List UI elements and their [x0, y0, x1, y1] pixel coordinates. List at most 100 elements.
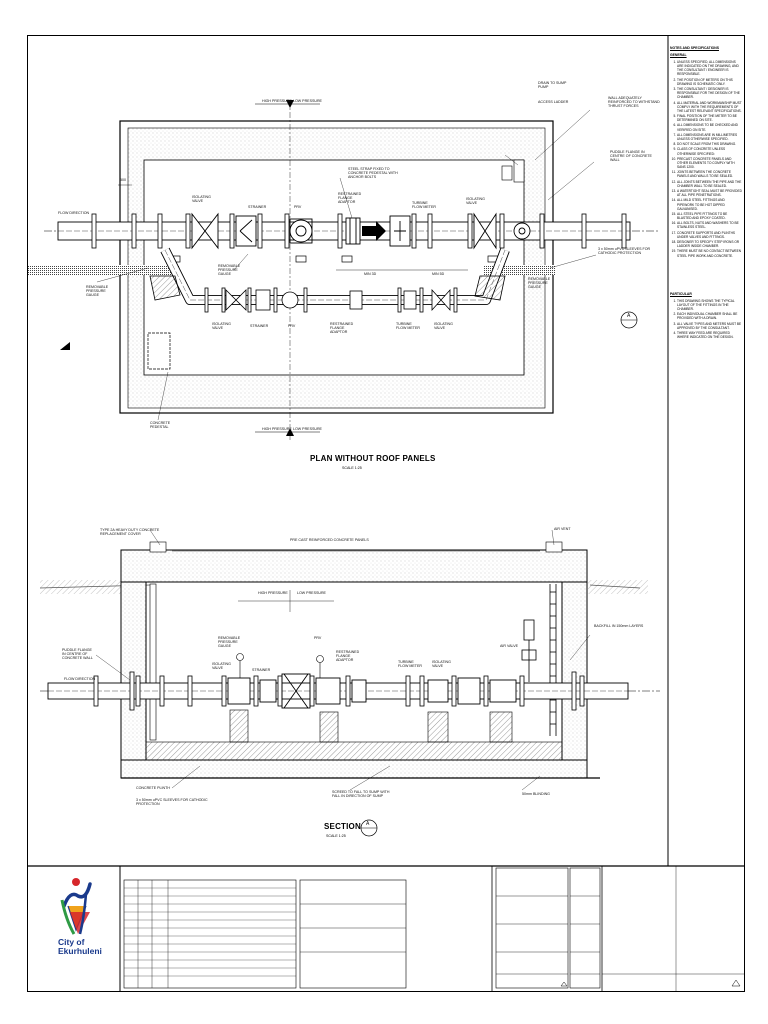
plan-flange-adaptor: [345, 217, 361, 245]
section-isolating-valve-label: ISOLATING VALVE: [212, 662, 231, 671]
section-isolating-valve-2-label: ISOLATING VALVE: [432, 660, 451, 669]
section-scale: SCALE 1:25: [326, 834, 346, 838]
note-item: ALL BOLTS, NUTS AND WASHERS TO BE STAINL…: [677, 221, 742, 229]
section-strainer: [283, 673, 309, 709]
section-plinth-label: CONCRETE PLINTH: [136, 786, 170, 790]
note-item: THE CONSULTANT / DESIGNER IS RESPONSIBLE…: [677, 87, 742, 99]
section-lp-label: LOW PRESSURE: [297, 591, 326, 595]
plan-strainer-label: STRAINER: [248, 205, 267, 209]
section-pressure-gauge-label: REMOVABLE PRESSURE GAUGE: [218, 636, 241, 649]
section-right-wall: [561, 581, 588, 761]
note-item: EACH INDIVIDUAL CHAMBER SHALL BE PROVIDE…: [677, 312, 742, 320]
section-isolating-valve-1: [227, 677, 251, 705]
section-roof-panels-label: PRE CAST REINFORCED CONCRETE PANELS: [290, 538, 369, 542]
section-access-ladder: [549, 584, 557, 736]
section-title: SECTION: [324, 822, 361, 831]
plan-turbine-meter-label: TURBINE FLOW METER: [412, 201, 436, 210]
notes-heading: NOTES AND SPECIFICATIONS: [670, 46, 719, 50]
section-manhole-cover-label: TYPE 2A HEAVY DUTY CONCRETE REPLACEMENT …: [100, 528, 160, 537]
section-left-wall: [120, 581, 147, 761]
section-turbine-meter: [427, 679, 449, 703]
city-logo-text: City of Ekurhuleni: [58, 938, 102, 956]
section-flange-adaptor: [351, 679, 367, 703]
section-strainer-label: STRAINER: [252, 668, 271, 672]
plan-flow-direction-label: FLOW DIRECTION: [58, 211, 90, 215]
plan-access-ladder-label: ACCESS LADDER: [538, 100, 569, 104]
note-item: DESIGNER TO SPECIFY STEP IRONS OR LADDER…: [677, 240, 742, 248]
section-ref: A: [366, 821, 370, 827]
plan-flow-arrow: [362, 221, 386, 241]
note-item: ALL DIMENSIONS TO BE CHECKED AND VERIFIE…: [677, 123, 742, 131]
plan-bypass-prv-label: PRV: [288, 324, 296, 328]
plan-bypass-meter-label: TURBINE FLOW METER: [396, 322, 420, 331]
plan-scale: SCALE 1:25: [342, 466, 362, 470]
city-logo: [60, 878, 92, 935]
note-item: CONCRETE SUPPORTS AND PLINTHS UNDER VALV…: [677, 231, 742, 239]
section-fall-label: SCREED TO FALL TO SUMP WITH FALL IN DIRE…: [332, 790, 390, 799]
notes-general-list: UNLESS SPECIFIED, ALL DIMENSIONS ARE IND…: [670, 60, 742, 257]
plan-bypass-strainer-label: STRAINER: [250, 324, 269, 328]
note-item: UNLESS SPECIFIED, ALL DIMENSIONS ARE IND…: [677, 60, 742, 76]
plan-sleeve-label: 3 x 50mm uPVC SLEEVES FOR CATHODIC PROTE…: [598, 247, 651, 256]
section-turbine-meter-label: TURBINE FLOW METER: [398, 660, 422, 669]
notes-panel: NOTES AND SPECIFICATIONS GENERAL UNLESS …: [670, 44, 742, 340]
plan-bypass-isolating-label: ISOLATING VALVE: [212, 322, 231, 331]
plan-section-ref: A: [627, 313, 631, 319]
note-item: ALL MILD STEEL FITTINGS AND PIPEWORK TO …: [677, 198, 742, 210]
plan-puddle-flange-label: PUDDLE FLANGE IN CENTRE OF CONCRETE WALL: [610, 150, 652, 163]
section-backfill-label: BACKFILL IN 150mm LAYERS: [594, 624, 644, 628]
section-view: [39, 529, 660, 837]
section-puddle-flange-label: PUDDLE FLANGE IN CENTRE OF CONCRETE WALL: [62, 648, 93, 661]
section-prv: [315, 677, 341, 705]
note-item: PRECAST CONCRETE PANELS AND OTHER ELEMEN…: [677, 157, 742, 169]
plan-view: [28, 100, 660, 440]
plan-isolating-valve-1: [191, 212, 219, 250]
section-sleeve-label: 3 x 50mm uPVC SLEEVES FOR CATHODIC PROTE…: [136, 798, 208, 807]
plan-lp-label-bottom: LOW PRESSURE: [293, 427, 322, 431]
drawing-sheet-border: [27, 35, 745, 992]
title-block: [119, 866, 744, 992]
plan-min-5d-label: MIN 5D: [432, 272, 445, 276]
plan-bypass-adaptor-label: RESTRAINED FLANGE ADAPTOR: [330, 322, 354, 335]
plan-lp-label: LOW PRESSURE: [293, 99, 322, 103]
section-roof-slab: [120, 549, 588, 583]
plan-pressure-gauge-right-label: REMOVABLE PRESSURE GAUGE: [528, 277, 551, 290]
note-item: FINAL POSITION OF THE METER TO BE DETERM…: [677, 114, 742, 122]
section-floor-slab: [120, 759, 588, 779]
plan-inner-chamber: [143, 159, 525, 376]
plan-pressure-gauge-label: REMOVABLE PRESSURE GAUGE: [218, 264, 241, 277]
plan-wall-label: WALL ADEQUATELY REINFORCED TO WITHSTAND …: [608, 96, 660, 109]
section-hp-label: HIGH PRESSURE: [258, 591, 288, 595]
plan-isolating-valve-2: [473, 212, 497, 250]
plan-isolating-valve-label: ISOLATING VALVE: [192, 195, 211, 204]
note-item: JOINTS BETWEEN THE CONCRETE PANELS AND W…: [677, 170, 742, 178]
plan-concrete-pedestal-label: CONCRETE PEDESTAL: [150, 421, 171, 430]
plan-prv: [289, 218, 313, 244]
notes-general-heading: GENERAL: [670, 53, 687, 58]
section-air-valve-label: AIR VALVE: [500, 644, 519, 648]
plan-bypass-isolating-2-label: ISOLATING VALVE: [434, 322, 453, 331]
plan-sleeve-band-right: [483, 265, 555, 275]
section-flow-direction-label: FLOW DIRECTION: [64, 677, 96, 681]
plan-hp-label-bottom: HIGH PRESSURE: [262, 427, 292, 431]
plan-drain-label: DRAIN TO SUMP PUMP: [538, 81, 567, 90]
plan-dimension-label: 500: [120, 178, 126, 182]
note-item: A WATERTIGHT SEAL MUST BE PROVIDED AT AL…: [677, 189, 742, 197]
plan-prv-label: PRV: [294, 205, 302, 209]
plan-hp-label: HIGH PRESSURE: [262, 99, 292, 103]
note-item: CLASS OF CONCRETE UNLESS OTHERWISE SPECI…: [677, 147, 742, 155]
note-item: ALL MATERIAL AND WORKMANSHIP MUST COMPLY…: [677, 101, 742, 113]
note-item: ALL STEEL PIPE FITTINGS TO BE BLASTED AN…: [677, 212, 742, 220]
note-item: ALL DIMENSIONS ARE IN MILLIMETRES UNLESS…: [677, 133, 742, 141]
section-prv-label: PRV: [314, 636, 322, 640]
city-name-line1: City of: [58, 937, 85, 947]
plan-steel-strap-label: STEEL STRAP FIXED TO CONCRETE PEDESTAL W…: [348, 167, 398, 180]
section-air-vent-label: AIR VENT: [554, 527, 571, 531]
note-item: THE POSITION OF METERS ON THIS DRAWING I…: [677, 78, 742, 86]
city-name-line2: Ekurhuleni: [58, 946, 102, 956]
section-blinding-label: 50mm BLINDING: [522, 792, 550, 796]
note-item: ALL JOINTS BETWEEN THE PIPE AND THE CHAM…: [677, 180, 742, 188]
plan-min-3d-label: MIN 3D: [364, 272, 377, 276]
section-isolating-valve-2: [457, 677, 481, 705]
